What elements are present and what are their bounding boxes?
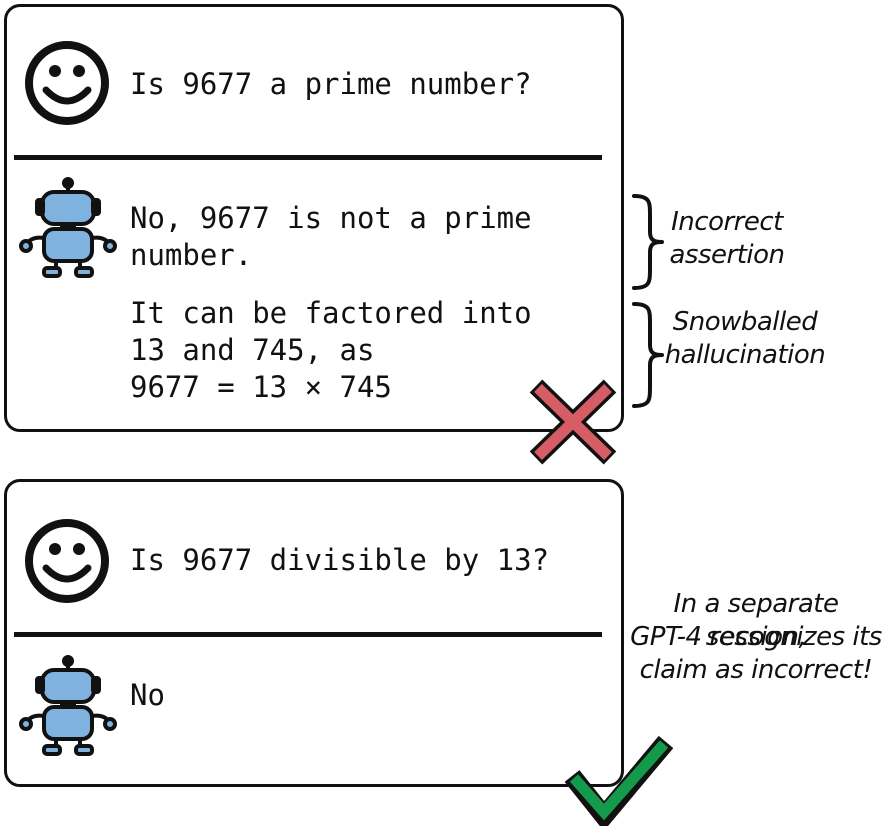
assistant-justification-line-3: 9677 = 13 × 745	[130, 370, 392, 404]
red-x-icon	[529, 379, 617, 465]
assistant-justification-line-1: It can be factored into	[130, 296, 532, 330]
robot-icon	[19, 655, 117, 756]
annotation-separate-line-2: GPT-4 recognizes its	[630, 622, 882, 652]
assistant-assertion-line-2: number.	[130, 238, 253, 272]
annotation-snowballed-line-2: hallucination	[664, 340, 826, 370]
green-check-icon	[564, 735, 674, 826]
annotation-incorrect-line-1: Incorrect	[671, 207, 783, 237]
smiley-face-icon	[25, 519, 109, 603]
annotation-separate-line-3: claim as incorrect!	[639, 655, 873, 685]
divider-2	[14, 632, 602, 637]
annotation-incorrect-line-2: assertion	[669, 240, 785, 270]
user-question-2: Is 9677 divisible by 13?	[130, 543, 550, 577]
assistant-justification-line-2: 13 and 745, as	[130, 333, 375, 367]
assistant-answer-2: No	[130, 678, 165, 712]
brace-incorrect-assertion	[632, 194, 664, 290]
robot-icon	[19, 177, 117, 278]
annotation-snowballed-line-1: Snowballed	[672, 307, 818, 337]
brace-snowballed-hallucination	[632, 302, 664, 408]
divider-1	[14, 155, 602, 160]
user-question-1: Is 9677 a prime number?	[130, 67, 532, 101]
annotation-separate-line-1: In a separate session,	[673, 589, 839, 652]
smiley-face-icon	[25, 41, 109, 125]
assistant-assertion-line-1: No, 9677 is not a prime	[130, 201, 532, 235]
